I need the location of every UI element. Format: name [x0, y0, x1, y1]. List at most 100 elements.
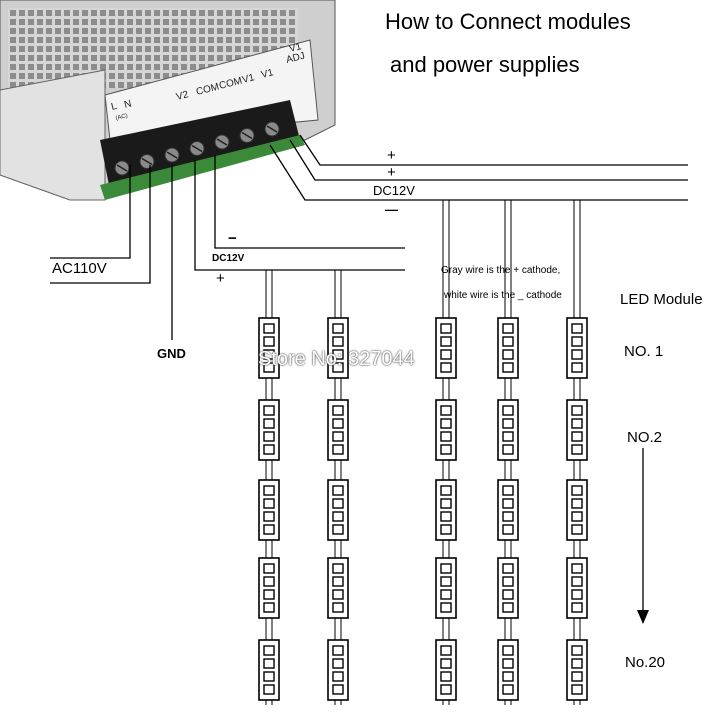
led-chip [440, 431, 452, 442]
ac-wire-1 [50, 165, 131, 259]
led-chip [263, 349, 275, 360]
led-chip [502, 524, 514, 535]
terminal-label: V1 [241, 72, 256, 86]
ac110v-label: AC110V [52, 260, 107, 277]
led-module-label: LED Module [620, 291, 703, 308]
terminal-label: COM [218, 76, 243, 92]
terminal-label: (AC) [115, 113, 128, 122]
no2-label: NO.2 [627, 429, 663, 446]
led-module [435, 557, 457, 619]
led-chip [332, 323, 344, 334]
terminal-label: L [110, 101, 118, 113]
led-chip [332, 498, 344, 509]
led-chip [332, 418, 344, 429]
led-chip [332, 524, 344, 535]
lower-plus: + [216, 270, 225, 287]
led-chip [502, 323, 514, 334]
led-chip [263, 362, 275, 373]
bus-plus-2 [289, 139, 688, 181]
led-chip [502, 671, 514, 682]
led-chip [502, 418, 514, 429]
led-module [497, 557, 519, 619]
led-module [258, 479, 280, 541]
led-chip [332, 589, 344, 600]
led-string [258, 270, 280, 705]
led-chip [440, 671, 452, 682]
led-module [327, 399, 349, 461]
led-module [258, 639, 280, 701]
led-chip [571, 671, 583, 682]
led-chip [440, 645, 452, 656]
led-chip [502, 498, 514, 509]
white-wire-note: white wire is the _ cathode [444, 290, 562, 301]
led-chip [571, 684, 583, 695]
led-chip [332, 349, 344, 360]
led-chip [263, 563, 275, 574]
led-module [435, 399, 457, 461]
no1-label: NO. 1 [624, 343, 664, 360]
terminal-label: N [123, 98, 133, 110]
led-chip [263, 444, 275, 455]
led-chip [263, 658, 275, 669]
led-chip [571, 431, 583, 442]
led-chip [502, 405, 514, 416]
led-chip [332, 602, 344, 613]
screw-slot [141, 157, 153, 166]
led-chip [332, 336, 344, 347]
led-chip [502, 602, 514, 613]
led-chip [440, 524, 452, 535]
led-chip [263, 684, 275, 695]
no20-label: No.20 [625, 654, 666, 671]
led-module [258, 557, 280, 619]
dc12v-lower-label: DC12V [212, 253, 245, 264]
led-chip [502, 563, 514, 574]
lower-bus-minus [214, 155, 405, 249]
led-strings [258, 200, 588, 705]
led-chip [571, 658, 583, 669]
led-chip [332, 563, 344, 574]
led-module [497, 317, 519, 379]
led-chip [502, 362, 514, 373]
led-chip [440, 405, 452, 416]
led-chip [263, 336, 275, 347]
led-chip [332, 431, 344, 442]
led-chip [263, 576, 275, 587]
led-chip [332, 576, 344, 587]
led-module [327, 557, 349, 619]
screw-slot [216, 138, 228, 146]
led-chip [571, 589, 583, 600]
led-chip [502, 658, 514, 669]
terminal-label: V1 [288, 41, 303, 55]
led-chip [263, 485, 275, 496]
led-chip [440, 563, 452, 574]
led-chip [502, 444, 514, 455]
screw-slot [241, 131, 253, 140]
wires [50, 134, 688, 612]
led-chip [571, 418, 583, 429]
led-chip [571, 602, 583, 613]
led-chip [440, 349, 452, 360]
upper-minus: — [385, 202, 398, 217]
led-chip [263, 323, 275, 334]
screw-slot [266, 125, 278, 133]
led-chip [502, 589, 514, 600]
led-string [566, 200, 588, 705]
screw-slot [116, 164, 128, 172]
led-module [566, 479, 588, 541]
terminal-label: COM [195, 82, 220, 98]
led-chip [440, 418, 452, 429]
led-chip [263, 418, 275, 429]
led-chip [263, 645, 275, 656]
terminal-label: V2 [175, 89, 190, 103]
led-chip [332, 645, 344, 656]
led-chip [332, 405, 344, 416]
led-chip [571, 498, 583, 509]
led-chip [440, 444, 452, 455]
led-module [327, 639, 349, 701]
led-chip [263, 589, 275, 600]
led-chip [502, 684, 514, 695]
led-chip [332, 658, 344, 669]
led-chip [440, 589, 452, 600]
led-module [497, 639, 519, 701]
sequence-arrow-head [637, 610, 649, 624]
